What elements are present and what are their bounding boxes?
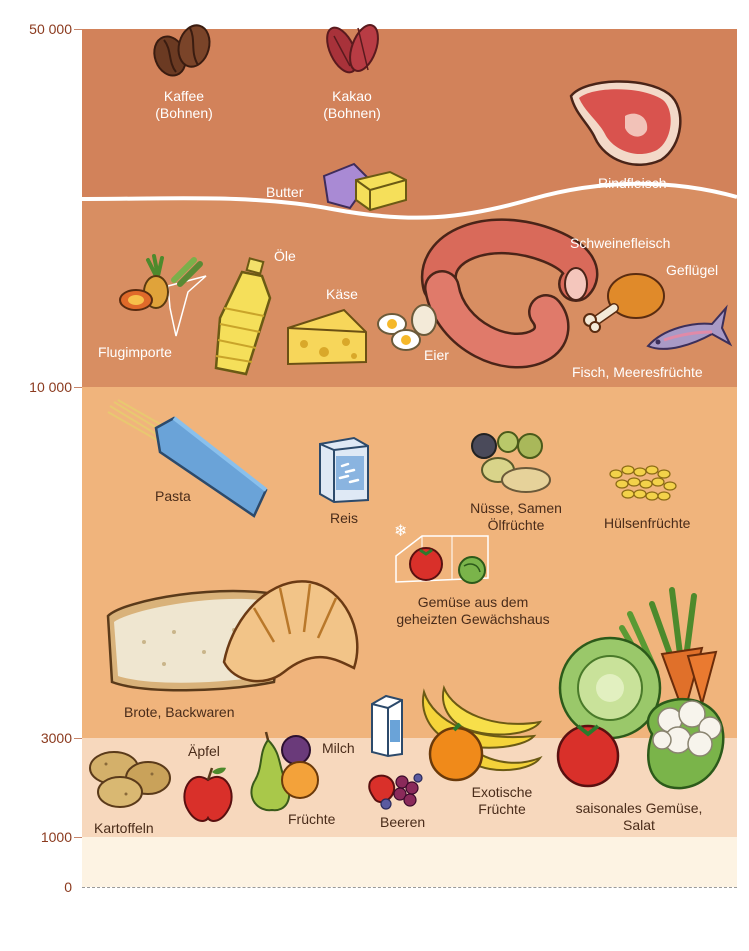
apple-icon [183,767,233,822]
label-fruechte: Früchte [288,811,336,827]
label-rindfleisch: Rindfleisch [598,175,667,191]
pear-fruits-icon [250,731,319,812]
air-import-fruit-icon [119,254,207,337]
label-beeren: Beeren [380,814,426,830]
svg-text:❄: ❄ [394,521,407,540]
label-fisch: Fisch, Meeresfrüchte [572,364,703,380]
cocoa-pods-icon [326,24,379,74]
label-gefluegel: Geflügel [666,262,719,278]
label-butter: Butter [266,184,304,200]
wave-separator [81,29,738,220]
label-flugimporte: Flugimporte [98,344,172,360]
axis-label-3000: 3000 [40,730,72,746]
pasta-pack-icon [107,399,268,518]
sausage-icon [421,218,599,369]
beef-steak-icon [569,80,682,166]
label-milch: Milch [322,740,355,756]
axis-label-1000: 1000 [40,829,72,845]
label-oele: Öle [274,248,296,264]
axis-label-0: 0 [64,879,72,895]
legumes-icon [609,465,677,501]
coffee-beans-icon [153,24,211,77]
label-brote: Brote, Backwaren [124,704,235,720]
label-aepfel: Äpfel [188,743,220,759]
band-lowest [82,837,737,887]
cheese-icon [287,308,367,366]
zero-baseline [82,887,737,888]
greenhouse-vegetables-icon: ❄ [394,521,489,584]
label-eier: Eier [424,347,449,363]
nuts-icon [471,431,551,493]
milk-carton-icon [371,694,403,758]
label-reis: Reis [330,510,359,526]
chicken-leg-icon [583,273,665,333]
label-huelsen: Hülsenfrüchte [604,515,691,531]
label-kakao: Kakao(Bohnen) [323,88,381,121]
label-kartoffeln: Kartoffeln [94,820,154,836]
potatoes-icon [89,751,171,808]
berries-icon [368,773,423,810]
label-pasta: Pasta [155,488,191,504]
butter-icon [322,162,407,212]
label-kaese: Käse [326,286,358,302]
label-schweinefleisch: Schweinefleisch [570,235,671,251]
exotic-fruit-icon [422,684,543,782]
axis-label-10000: 10 000 [29,379,72,395]
bread-croissant-icon [106,580,359,692]
fish-icon [646,304,733,350]
seasonal-vegetables-icon [556,587,725,790]
label-saisonal: saisonales Gemüse,Salat [575,800,703,833]
label-kaffee: Kaffee(Bohnen) [155,88,213,121]
rice-box-icon [319,436,369,504]
eggs-icon [377,304,437,351]
oil-bottle-icon [214,257,272,376]
axis-label-50000: 50 000 [29,21,72,37]
